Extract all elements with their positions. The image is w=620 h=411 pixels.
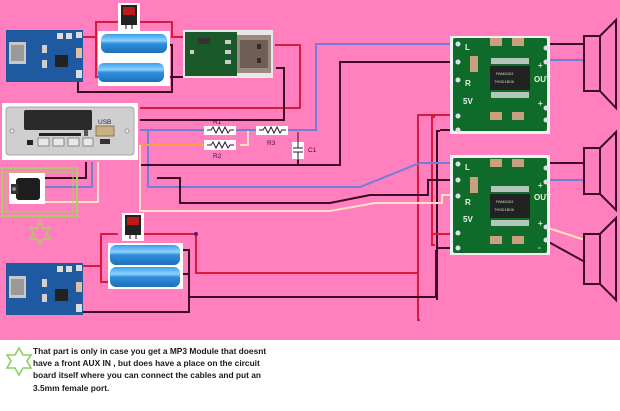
speaker-icon — [583, 129, 617, 213]
wire-amp-gnd-bus — [436, 130, 440, 300]
wire-bot-switch-right — [141, 233, 419, 274]
aux-star-icon — [28, 220, 52, 247]
c1-label: C1 — [308, 147, 317, 154]
mp3-usb-label: USB — [98, 119, 111, 126]
amp-plus-label: + — [538, 181, 543, 190]
boost-converter-usb — [183, 30, 273, 78]
amp-l-label: L — [465, 163, 470, 172]
amp-5v-label: 5V — [463, 97, 473, 106]
charger-module-top — [6, 30, 83, 82]
wire-bot-gnd-amp — [189, 250, 437, 298]
star-of-david-outline-icon — [5, 346, 33, 376]
mp3-button — [27, 140, 33, 145]
amplifier-pam8403-top: PAM8403 TH0D1B06 L R 5V — [450, 36, 551, 134]
wire-amp-top-5v — [417, 114, 455, 321]
wires — [44, 21, 586, 321]
aux-option-frame-outer — [1, 167, 78, 217]
battery-pack-bottom — [108, 243, 183, 289]
mp3-module: USB — [2, 103, 138, 160]
battery-cell — [98, 63, 164, 82]
amp-plus-label-2: + — [538, 99, 543, 108]
aux-option-frame-inner — [5, 171, 74, 213]
amplifier-pam8403-bottom: PAM8403 TH0D1B06 L R 5V — [450, 155, 551, 255]
rocker-switch-bottom — [122, 213, 144, 241]
wire-r1-r2-join — [240, 129, 249, 146]
amp-r-label: R — [465, 198, 471, 207]
wire-spk3-plus — [544, 226, 586, 241]
wire-aux-ground — [44, 162, 87, 179]
amp-plus-label: + — [538, 61, 543, 70]
rocker-switch-top — [118, 3, 140, 31]
mp3-button — [52, 137, 65, 147]
r2-label: R2 — [213, 153, 222, 160]
amp-minus-label: - — [538, 243, 541, 252]
wire-gnd-audio-bot — [157, 177, 455, 204]
r3-label: R3 — [267, 140, 276, 147]
amp-out-label: OUT — [534, 193, 551, 202]
mp3-tf-slot — [100, 139, 110, 144]
wire-top-switch-left — [82, 21, 120, 38]
amp-out-label: OUT — [534, 75, 551, 84]
resistor-r2 — [204, 140, 236, 150]
r1-label: R1 — [213, 119, 222, 126]
battery-pack-top — [98, 31, 170, 86]
footnote: That part is only in case you get a MP3 … — [0, 340, 620, 411]
amp-chip-text-1: PAM8403 — [496, 199, 514, 204]
wire-boost-gnd-out — [140, 67, 285, 121]
amp-l-label: L — [465, 43, 470, 52]
battery-cell — [101, 34, 167, 53]
mp3-button — [37, 137, 50, 147]
mp3-usb-port — [95, 125, 115, 137]
resistor-r3 — [256, 125, 288, 135]
amp-chip-text-2: TH0D1B06 — [494, 207, 515, 212]
mp3-button — [67, 137, 80, 147]
amp-r-label: R — [465, 79, 471, 88]
wire-left-audio-bot — [147, 130, 455, 188]
charger-module-bottom — [6, 263, 83, 315]
diagram-svg: USB R1 R2 R3 — [1, 3, 617, 321]
amp-chip-text-2: TH0D1B06 — [494, 79, 515, 84]
wire-gnd-audio-top — [140, 61, 455, 166]
amp-5v-label: 5V — [463, 215, 473, 224]
wire-boost-plus-out — [140, 44, 301, 109]
wire-aux-left — [44, 162, 93, 188]
footnote-text: That part is only in case you get a MP3 … — [33, 346, 267, 393]
capacitor-c1 — [292, 132, 304, 160]
amp-chip-text-1: PAM8403 — [496, 71, 514, 76]
amp-plus-label-2: + — [538, 219, 543, 228]
wire-bot-switch-left — [100, 233, 118, 283]
wire-spk3-minus — [544, 239, 586, 263]
wire-right-audio — [140, 144, 216, 146]
resistor-r1 — [204, 125, 236, 135]
speaker-icon — [583, 215, 617, 303]
wire-right-audio-bot — [139, 145, 455, 212]
diagram-canvas: USB R1 R2 R3 — [0, 0, 620, 340]
junction-dot — [194, 232, 198, 236]
speaker-icon — [583, 17, 617, 111]
battery-cell — [110, 245, 180, 265]
wire-aux-right — [44, 162, 99, 203]
wire-top-switch-right — [140, 21, 185, 38]
aux-jack — [9, 173, 45, 204]
battery-cell — [110, 267, 180, 287]
mp3-button — [82, 137, 94, 147]
wire-bot-batt-neg — [82, 249, 190, 313]
